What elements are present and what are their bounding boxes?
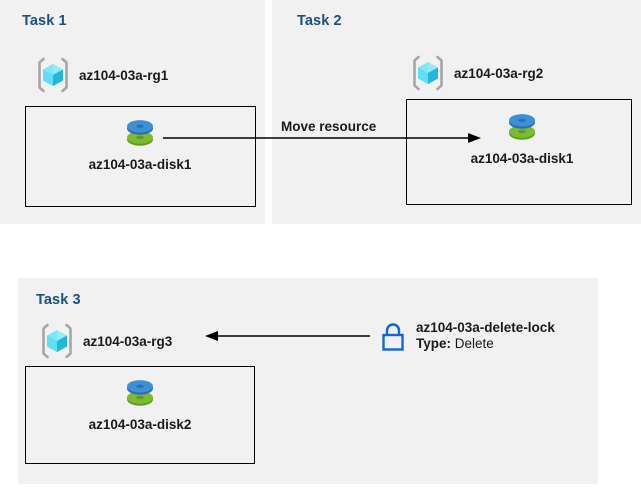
resource-group-icon bbox=[38, 322, 76, 360]
panel-title-task1: Task 1 bbox=[22, 13, 67, 29]
resource-group-icon bbox=[409, 54, 447, 92]
arrow-right-icon bbox=[163, 133, 481, 143]
managed-disk-icon bbox=[442, 106, 602, 148]
resource-group-task2: az104-03a-rg2 bbox=[409, 54, 543, 92]
lock-type: Type: Delete bbox=[416, 336, 555, 352]
lock-type-key: Type: bbox=[416, 335, 452, 351]
resource-label-task1: az104-03a-disk1 bbox=[88, 157, 192, 172]
panel-title-task2: Task 2 bbox=[297, 13, 342, 29]
resource-group-icon bbox=[34, 56, 72, 94]
resource-group-label-task3: az104-03a-rg3 bbox=[83, 333, 173, 349]
panel-title-task3: Task 3 bbox=[36, 292, 81, 308]
resource-label-task2: az104-03a-disk1 bbox=[470, 151, 574, 166]
resource-group-label-task2: az104-03a-rg2 bbox=[454, 65, 544, 81]
managed-disk-icon bbox=[60, 112, 220, 154]
lock-type-value: Delete bbox=[454, 335, 494, 351]
connector-label-move-resource: Move resource bbox=[281, 119, 377, 134]
lock-icon bbox=[378, 320, 408, 354]
resource-lock: az104-03a-delete-lock Type: Delete bbox=[378, 320, 555, 354]
resource-task1: az104-03a-disk1 bbox=[60, 112, 220, 172]
resource-group-task1: az104-03a-rg1 bbox=[34, 56, 168, 94]
resource-task3: az104-03a-disk2 bbox=[60, 372, 220, 432]
panel-task3: Task 3 az104-03a-rg3 bbox=[18, 278, 598, 484]
panel-task2: Task 2 az104-03a-rg2 bbox=[272, 0, 641, 224]
resource-group-task3: az104-03a-rg3 bbox=[38, 322, 172, 360]
resource-label-task3: az104-03a-disk2 bbox=[88, 417, 192, 432]
resource-group-label-task1: az104-03a-rg1 bbox=[79, 67, 169, 83]
lock-name: az104-03a-delete-lock bbox=[416, 320, 555, 335]
managed-disk-icon bbox=[60, 372, 220, 414]
arrow-left-icon bbox=[205, 331, 370, 341]
resource-task2: az104-03a-disk1 bbox=[442, 106, 602, 166]
